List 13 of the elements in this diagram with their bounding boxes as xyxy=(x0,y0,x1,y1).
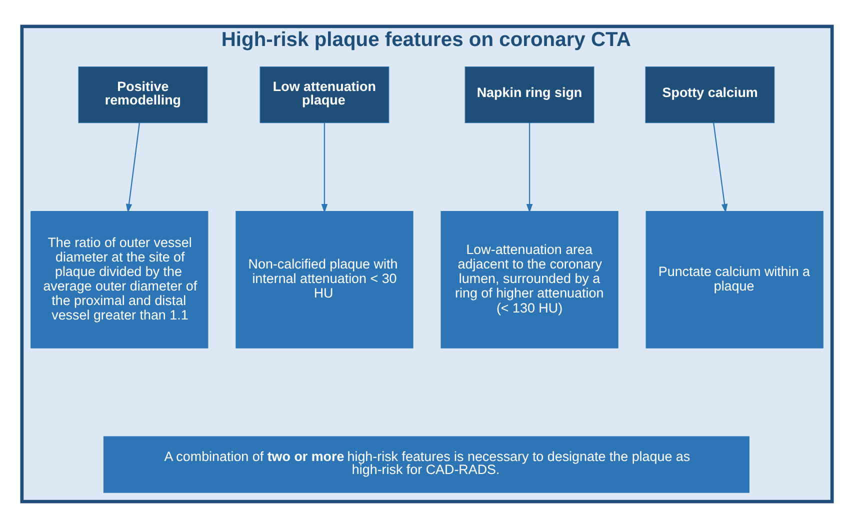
node-box: Non-calcified plaque with internal attenuation < 30 HU xyxy=(236,210,414,348)
node-box: Punctate calcium within a plaque xyxy=(646,210,824,348)
node-box: Low attenuation plaque xyxy=(260,66,390,123)
node-box: Positive remodelling xyxy=(78,66,208,123)
node-box: A combination of two or more high-risk features is necessary to designate the plaque as high-risk for CAD-RADS. xyxy=(103,436,750,492)
arrow xyxy=(321,122,328,212)
arrow xyxy=(713,122,728,212)
node-box: The ratio of outer vessel diameter at the site of plaque divided by the average outer diameter of the proximal and distal vessel greater than 1.1 xyxy=(30,210,208,348)
arrow xyxy=(526,122,533,212)
node-box: Napkin ring sign xyxy=(464,66,594,123)
arrow xyxy=(126,122,140,212)
node-box: Low-attenuation area adjacent to the coronary lumen, surrounded by a ring of higher attenuation (< 130 HU) xyxy=(440,210,618,348)
node-box: Spotty calcium xyxy=(645,66,775,123)
